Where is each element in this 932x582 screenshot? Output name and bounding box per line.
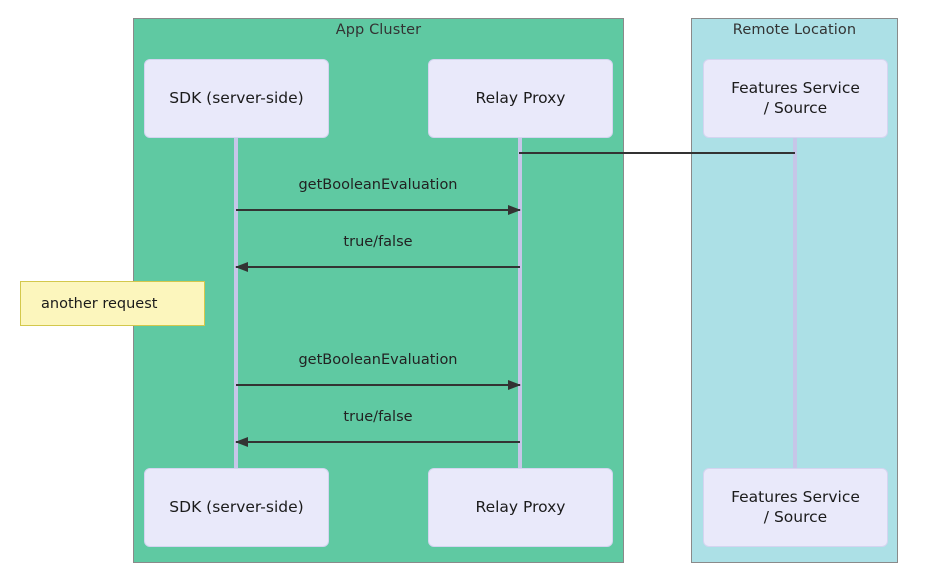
participant-relay-proxy-bottom[interactable]: Relay Proxy <box>428 468 613 547</box>
message-line <box>236 266 520 268</box>
message-label: true/false <box>343 234 413 250</box>
message-line <box>236 441 520 443</box>
message-label: true/false <box>343 409 413 425</box>
participant-features-service-top[interactable]: Features Service / Source <box>703 59 888 138</box>
participant-sdk-bottom[interactable]: SDK (server-side) <box>144 468 329 547</box>
message-label: getBooleanEvaluation <box>298 177 458 193</box>
message-get-boolean-evaluation-1: getBooleanEvaluation <box>236 177 521 215</box>
arrowhead-right-icon <box>508 205 521 215</box>
group-remote-location-label: Remote Location <box>732 22 857 38</box>
message-line <box>236 384 520 386</box>
group-app-cluster-label: App Cluster <box>335 22 422 38</box>
message-true-false-2: true/false <box>235 409 520 447</box>
note-another-request: another request <box>20 281 205 326</box>
arrowhead-right-icon <box>508 380 521 390</box>
participant-sdk-top[interactable]: SDK (server-side) <box>144 59 329 138</box>
lifeline-features <box>793 138 797 470</box>
arrowhead-left-icon <box>235 437 248 447</box>
message-line <box>236 209 520 211</box>
connector-relay-to-features <box>519 152 795 154</box>
participant-relay-proxy-top[interactable]: Relay Proxy <box>428 59 613 138</box>
message-get-boolean-evaluation-2: getBooleanEvaluation <box>236 352 521 390</box>
lifeline-sdk <box>234 138 238 470</box>
message-true-false-1: true/false <box>235 234 520 272</box>
participant-features-service-bottom[interactable]: Features Service / Source <box>703 468 888 547</box>
arrowhead-left-icon <box>235 262 248 272</box>
lifeline-relay <box>518 138 522 470</box>
message-label: getBooleanEvaluation <box>298 352 458 368</box>
